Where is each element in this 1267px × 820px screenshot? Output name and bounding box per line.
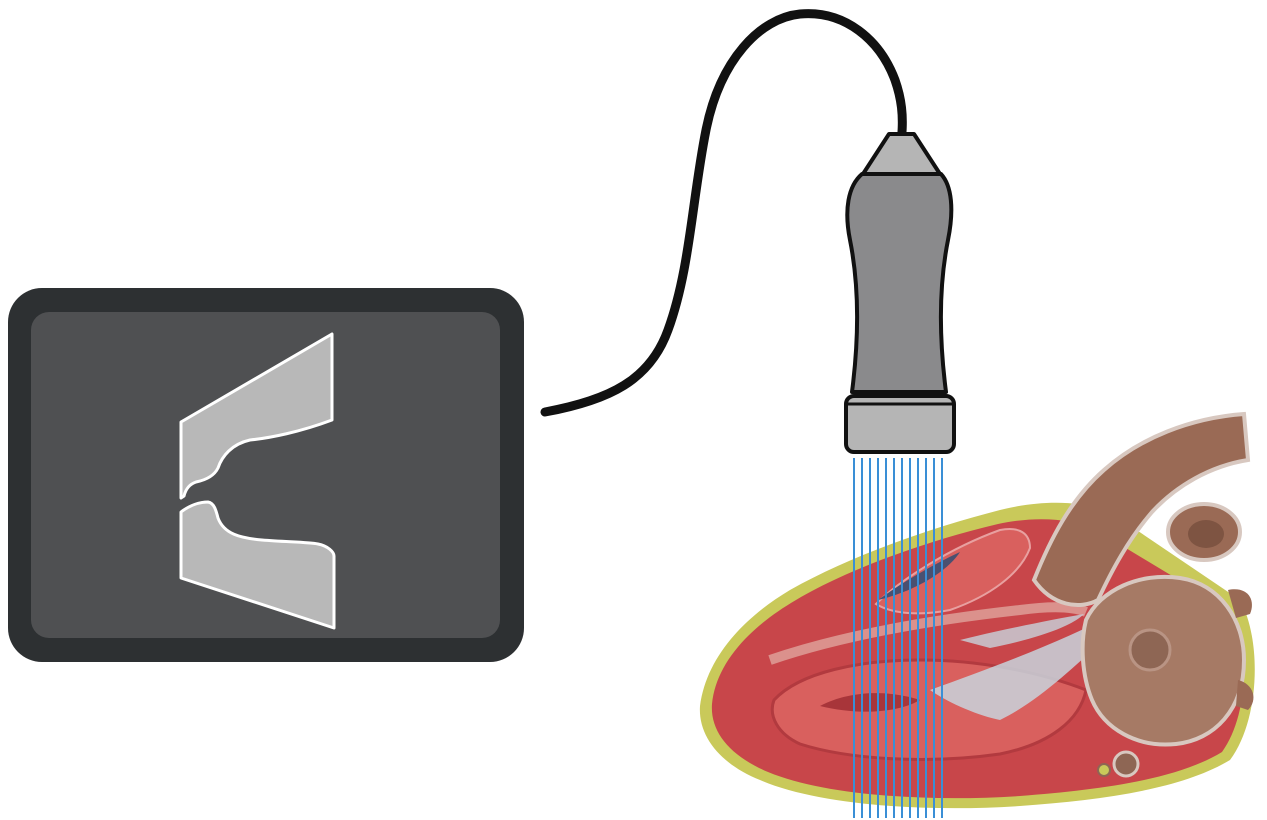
coronary-vessel <box>1097 763 1111 777</box>
mitral-valve-tissue <box>930 626 1104 720</box>
probe-tip <box>844 394 956 454</box>
pulmonary-artery-lumen <box>1188 520 1224 548</box>
aorta <box>1031 411 1251 608</box>
echo-lower-wall <box>179 500 336 630</box>
transducer-probe-icon <box>844 132 956 454</box>
pulmonary-vein-ostium <box>1128 628 1172 672</box>
echo-upper-wall <box>179 332 334 500</box>
right-auricle <box>1228 589 1252 618</box>
septum <box>768 602 1088 665</box>
monitor-screen <box>31 312 500 638</box>
right-ventricle-cavity <box>874 528 1032 615</box>
ultrasound-monitor-icon <box>8 288 524 662</box>
heart-cross-section-icon <box>699 411 1255 809</box>
cable-icon <box>540 9 907 417</box>
probe-body <box>845 172 954 394</box>
probe-collar <box>861 132 942 176</box>
echo-image <box>179 332 336 630</box>
tricuspid-valve-tissue <box>960 614 1084 648</box>
ultrasound-beam-icon <box>853 458 943 818</box>
atrial-appendage-bottom <box>1236 680 1254 710</box>
coronary-sinus <box>1112 750 1140 778</box>
